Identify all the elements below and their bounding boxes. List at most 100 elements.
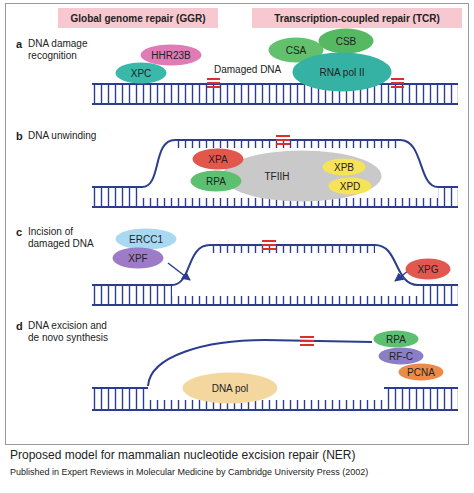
lesion-mark xyxy=(300,344,314,346)
protein-name: RPA xyxy=(206,176,226,187)
lesion-mark xyxy=(276,135,290,137)
dna-strand xyxy=(384,387,458,389)
protein-ellipse: HHR23B xyxy=(140,44,202,66)
ellipse-fill xyxy=(319,29,374,54)
step-label: DNA unwinding xyxy=(28,130,118,142)
step-label: DNA excision and de novo synthesis xyxy=(28,320,116,343)
ellipse-fill xyxy=(191,171,242,192)
protein-name: RF-C xyxy=(389,351,413,362)
protein-ellipse: RPA xyxy=(190,170,242,192)
lesion-mark xyxy=(391,86,404,88)
protein-ellipse: XPA xyxy=(192,148,244,170)
ellipse-fill xyxy=(379,348,424,365)
base-pairs xyxy=(384,388,458,410)
protein-name: XPD xyxy=(340,181,361,192)
dna-strand xyxy=(92,387,148,389)
pathway-header: Global genome repair (GGR) xyxy=(58,8,218,28)
annotation: Damaged DNA xyxy=(214,64,281,76)
header-text: Global genome repair (GGR) xyxy=(70,13,205,24)
base-pairs xyxy=(92,285,172,305)
lesion-mark xyxy=(276,143,290,145)
dna-lesion xyxy=(207,79,220,87)
unpaired-bases xyxy=(175,140,400,148)
protein-ellipse: DNA pol xyxy=(182,372,278,404)
protein-name: PCNA xyxy=(407,367,435,378)
protein-ellipse: XPG xyxy=(405,258,451,280)
protein-name: RPA xyxy=(386,334,406,345)
ellipse-fill xyxy=(183,373,278,404)
step-label: DNA damage recognition xyxy=(28,38,100,61)
header-text: Transcription-coupled repair (TCR) xyxy=(274,13,440,24)
lesion-mark xyxy=(262,248,276,250)
ellipse-fill xyxy=(141,45,202,66)
protein-ellipse: ERCC1 xyxy=(115,228,177,250)
ellipse-fill xyxy=(113,248,164,269)
ellipse-fill xyxy=(293,53,392,92)
dna-lesion xyxy=(300,337,314,345)
lesion-mark xyxy=(300,336,314,338)
dna-strand xyxy=(92,206,458,208)
ellipse-fill xyxy=(116,229,177,250)
step-label: Incision of damaged DNA xyxy=(28,226,100,249)
dna-strand xyxy=(92,83,458,85)
lesion-mark xyxy=(262,244,276,246)
lesion-mark xyxy=(207,78,220,80)
dna-bubble xyxy=(92,245,458,305)
ellipse-fill xyxy=(406,259,451,280)
unpaired-bases xyxy=(148,400,384,410)
protein-name: DNA pol xyxy=(212,383,249,394)
protein-name: TFIIH xyxy=(265,171,290,182)
dna-bubble xyxy=(92,140,458,207)
ellipse-fill xyxy=(223,151,382,202)
shape-outline xyxy=(222,150,382,202)
protein-ellipse: XPD xyxy=(328,177,372,195)
dna-strand xyxy=(92,304,458,306)
protein-ellipse: XPC xyxy=(115,62,167,84)
dna-lesion xyxy=(276,136,290,144)
step-letter: b xyxy=(16,130,23,143)
figure-caption: Proposed model for mammalian nucleotide … xyxy=(10,449,355,463)
protein-ellipse: XPF xyxy=(112,247,164,269)
lesion-mark xyxy=(391,78,404,80)
lesion-mark xyxy=(276,139,290,141)
pathway-header: Transcription-coupled repair (TCR) xyxy=(252,8,462,28)
ellipse-fill xyxy=(329,178,372,195)
base-pairs xyxy=(418,285,458,305)
protein-ellipse: CSB xyxy=(318,28,374,54)
protein-ellipse: PCNA xyxy=(398,363,444,381)
step-letter: c xyxy=(16,226,22,239)
header-fill xyxy=(58,8,218,28)
ellipse-fill xyxy=(399,364,444,381)
ellipse-fill xyxy=(116,63,167,84)
protein-ellipse: XPB xyxy=(322,158,366,176)
lesion-mark xyxy=(207,86,220,88)
lesion-mark xyxy=(262,240,276,242)
dna-lesion xyxy=(262,241,276,249)
ellipse-fill xyxy=(323,159,366,176)
protein-name: XPF xyxy=(128,253,147,264)
step-letter: a xyxy=(16,38,22,51)
protein-name: XPC xyxy=(131,68,152,79)
protein-name: CSA xyxy=(286,45,307,56)
incision-arrow xyxy=(395,271,408,281)
base-pairs xyxy=(92,84,458,104)
base-pairs xyxy=(438,187,458,207)
ellipse-fill xyxy=(193,149,244,170)
dna-gapped xyxy=(92,340,458,410)
protein-name: CSB xyxy=(336,36,357,47)
dna-duplex xyxy=(92,84,458,104)
figure-frame xyxy=(6,4,469,445)
unpaired-bases xyxy=(172,296,418,305)
publication-note: Published in Expert Reviews in Molecular… xyxy=(10,467,470,477)
protein-name: HHR23B xyxy=(151,50,190,61)
lesion-mark xyxy=(300,340,314,342)
unpaired-bases xyxy=(210,245,375,253)
protein-ellipse: RNA pol II xyxy=(292,52,392,92)
protein-ellipse: RF-C xyxy=(378,347,424,365)
dna-strand xyxy=(92,103,458,105)
protein-ellipse: RPA xyxy=(373,330,419,348)
dna-lesion xyxy=(391,79,404,87)
step-letter: d xyxy=(16,320,23,333)
protein-name: ERCC1 xyxy=(129,234,163,245)
